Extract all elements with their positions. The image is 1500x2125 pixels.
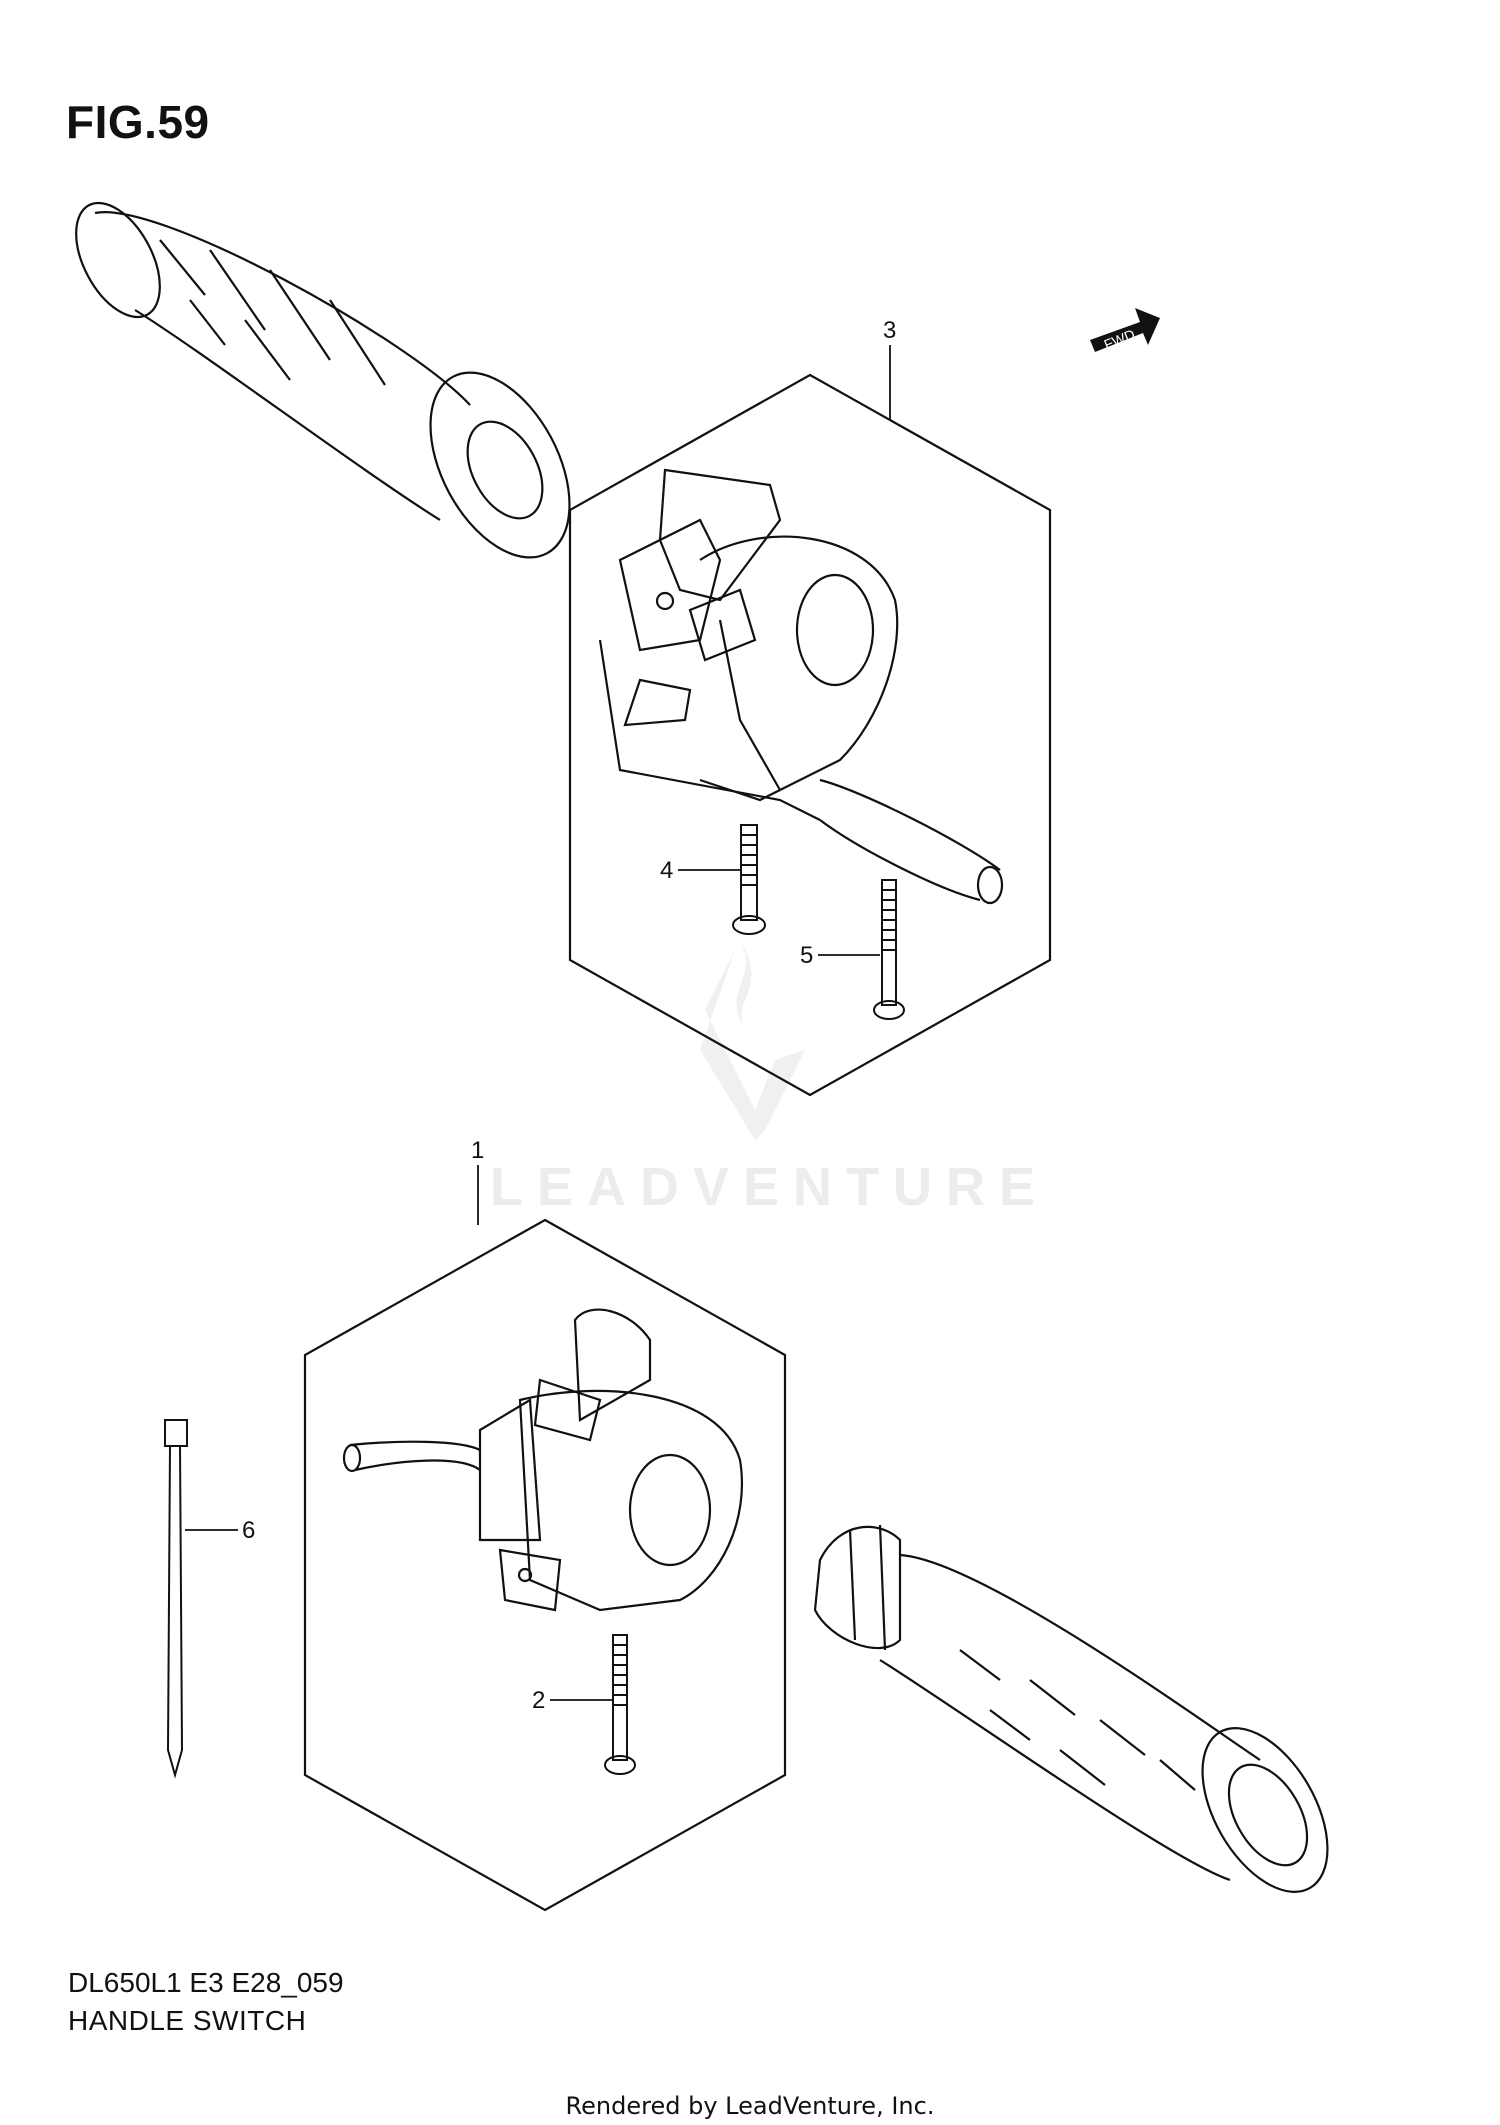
callout-labels: 3 4 5 1 2 6 (242, 317, 896, 1714)
model-code: DL650L1 E3 E28_059 (68, 1967, 344, 1998)
leadventure-watermark: LEADVENTURE (490, 940, 1049, 1217)
callout-1: 1 (471, 1137, 484, 1164)
leader-lines (185, 345, 891, 1701)
callout-6: 6 (242, 1517, 255, 1544)
callout-3: 3 (883, 317, 896, 344)
assembly-3-outline (568, 373, 1052, 1097)
callout-2: 2 (532, 1687, 545, 1714)
cable-tie-6 (164, 1419, 188, 1779)
watermark-text: LEADVENTURE (490, 1157, 1049, 1217)
assembly-1-outline (303, 1218, 787, 1912)
fwd-label: FWD (1102, 326, 1138, 353)
screw-5 (873, 879, 905, 1020)
rendered-by-footer: Rendered by LeadVenture, Inc. (565, 2092, 935, 2120)
callout-5: 5 (800, 942, 813, 969)
left-handle-switch (342, 1308, 744, 1612)
screw-4 (732, 824, 766, 935)
throttle-grip (813, 1524, 1329, 1893)
figure-caption: HANDLE SWITCH (68, 2005, 307, 2036)
fwd-arrow: FWD (1090, 308, 1160, 353)
left-grip (75, 201, 571, 559)
right-handle-switch (598, 468, 1004, 905)
figure-title: FIG.59 (66, 96, 210, 148)
screw-2 (604, 1634, 636, 1775)
callout-4: 4 (660, 857, 673, 884)
